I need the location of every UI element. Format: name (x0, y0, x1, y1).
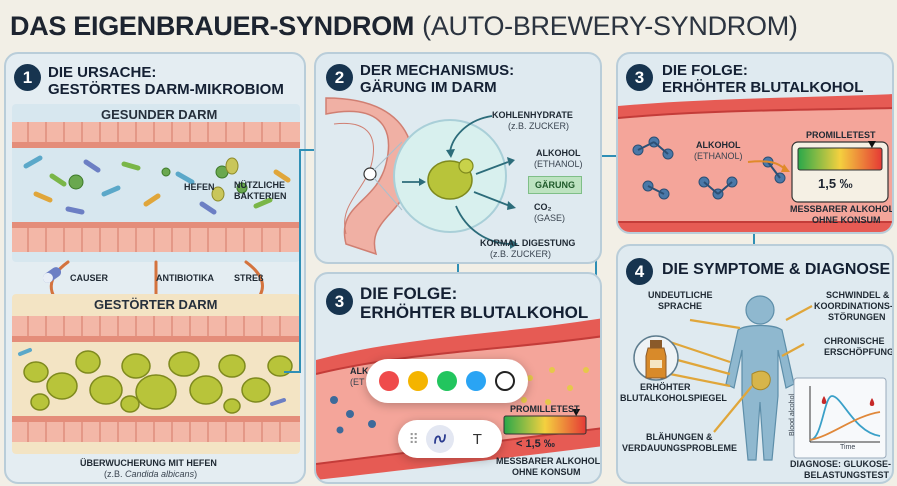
panel-title-line1: DIE FOLGE: (360, 284, 458, 303)
symptom-speech-1: UNDEUTLICHE (648, 290, 713, 300)
overgrowth-label: ÜBERWUCHERUNG MIT HEFEN (80, 458, 217, 468)
text-tool-button[interactable]: T (472, 430, 482, 448)
symptom-dizzy-3: STÖRUNGEN (828, 312, 886, 322)
test-caption-1: MESSBARER ALKOHOL (790, 204, 894, 214)
color-swatch-blue[interactable] (466, 371, 487, 391)
panel-mechanism: 2 DER MECHANISMUS: GÄRUNG IM DARM (314, 52, 602, 264)
symptom-dizzy-1: SCHWINDEL & (826, 290, 890, 300)
test-label: PROMILLETEST (806, 130, 876, 140)
panel-title-line1: DIE URSACHE: (48, 64, 157, 81)
panel-consequence: 3 DIE FOLGE: ERHÖHTER BLUTALKOHOL (616, 52, 894, 234)
panel-title-line2: ERHÖHTER BLUTALKOHOL (662, 79, 864, 96)
drag-handle-icon[interactable]: ⠿ (408, 430, 419, 447)
digestion-label: KORMAL DIGESTUNG (480, 238, 576, 248)
color-swatch-red[interactable] (378, 371, 399, 391)
alcohol-label: ALK (350, 366, 369, 376)
symptom-level-1: ERHÖHTER (640, 382, 691, 392)
pen-tool-button[interactable] (426, 425, 455, 453)
alcohol-sub: (ETHANOL) (534, 159, 583, 169)
yeast-overgrowth (23, 350, 293, 414)
panel-title-line1: DIE FOLGE: (662, 62, 748, 79)
overgrowth-example: (z.B. Candida albicans) (104, 469, 198, 479)
fermentation-badge: GÄRUNG (528, 176, 582, 194)
panel-number: 4 (626, 258, 653, 285)
alcohol-label: ALKOHOL (696, 140, 741, 150)
panel-number: 1 (14, 64, 41, 91)
panel-title-line1: DER MECHANISMUS: (360, 62, 515, 79)
human-body (725, 295, 795, 461)
cause-label-1: CAUSER (70, 273, 109, 283)
bacteria-label-2: BAKTERIEN (234, 191, 287, 201)
graph-ylabel: Blood alcohol (789, 393, 796, 436)
test-label: PROMILLETEST (510, 404, 580, 414)
test-reading: < 1,5 ‰ (516, 438, 555, 450)
test-reading: 1,5 ‰ (818, 176, 853, 191)
panel-title-line2: GÄRUNG IM DARM (360, 79, 497, 96)
color-picker-toolbar (366, 359, 528, 403)
symptom-bloating-2: VERDAUUNGSPROBLEME (622, 443, 738, 453)
carbohydrate-label: KOHLENHYDRATE (492, 110, 573, 120)
disturbed-gut-title: GESTÖRTER DARM (94, 297, 218, 312)
pill-icon (42, 267, 62, 283)
symptom-bloating-1: BLÄHUNGEN & (646, 432, 713, 442)
bottle-icon (633, 335, 679, 381)
panel-number: 3 (626, 64, 653, 91)
alcohol-sub: (ETHANOL) (694, 151, 743, 161)
test-caption-2: OHNE KONSUM (512, 467, 581, 477)
panel-number: 3 (326, 288, 353, 315)
alcohol-label: ALKOHOL (536, 148, 581, 158)
healthy-gut-title: GESUNDER DARM (101, 107, 218, 122)
drawing-tools-toolbar: ⠿ T (398, 420, 502, 458)
symptom-fatigue-2: ERSCHÖPFUNG (824, 347, 894, 357)
title-main: DAS EIGENBRAUER-SYNDROM (10, 10, 415, 41)
panel-number: 2 (326, 64, 353, 91)
glucose-test-graph (793, 377, 887, 459)
symptom-dizzy-2: KOORDINATIONS- (814, 301, 893, 311)
bacteria-label-1: NÜTZLICHE (234, 180, 285, 190)
panel-cause: 1 DIE URSACHE: GESTÖRTES DARM-MIKROBIOM (4, 52, 306, 484)
panel-title-line2: GESTÖRTES DARM-MIKROBIOM (48, 81, 284, 98)
top-villi (12, 122, 300, 148)
color-swatch-green[interactable] (436, 371, 457, 391)
blood-alcohol-meter (503, 409, 587, 435)
healthy-gut-illustration (12, 104, 300, 454)
symptom-level-2: BLUTALKOHOLSPIEGEL (620, 393, 727, 403)
panel-symptoms: 4 DIE SYMPTOME & DIAGNOSE (616, 244, 894, 484)
carbohydrate-example: (z.B. ZUCKER) (508, 121, 570, 131)
fermentation-illustration (325, 97, 518, 256)
page-title: DAS EIGENBRAUER-SYNDROM (AUTO-BREWERY-SY… (10, 4, 798, 48)
digestion-example: (z.B. ZUCKER) (490, 249, 552, 259)
diagnosis-2: BELASTUNGSTEST (804, 470, 890, 480)
blood-alcohol-meter (791, 141, 889, 203)
panel-title: DIE SYMPTOME & DIAGNOSE (662, 261, 891, 278)
graph-xlabel: Time (840, 444, 856, 451)
color-swatch-yellow[interactable] (407, 371, 428, 391)
title-sub: (AUTO-BREWERY-SYNDROM) (422, 10, 798, 41)
color-swatch-white[interactable] (495, 371, 516, 391)
diagnosis-1: DIAGNOSE: GLUKOSE- (790, 459, 892, 469)
test-caption-1: MESSBARER ALKOHOL (496, 456, 601, 466)
co2-sub: (GASE) (534, 213, 566, 223)
cause-label-3: STREß (234, 273, 264, 283)
panel-title-line2: ERHÖHTER BLUTALKOHOL (360, 303, 589, 322)
alcohol-sub: (ET (350, 377, 365, 387)
yeast-label: HEFEN (184, 182, 215, 192)
squiggle-icon (434, 434, 447, 444)
co2-label: CO₂ (534, 202, 552, 212)
symptom-fatigue-1: CHRONISCHE (824, 336, 885, 346)
symptoms-illustration (633, 295, 887, 461)
cause-label-2: ANTIBIOTIKA (156, 273, 214, 283)
symptom-speech-2: SPRACHE (658, 301, 703, 311)
blood-vessel-illustration (618, 94, 892, 232)
test-caption-2: OHNE KONSUM (812, 215, 881, 225)
